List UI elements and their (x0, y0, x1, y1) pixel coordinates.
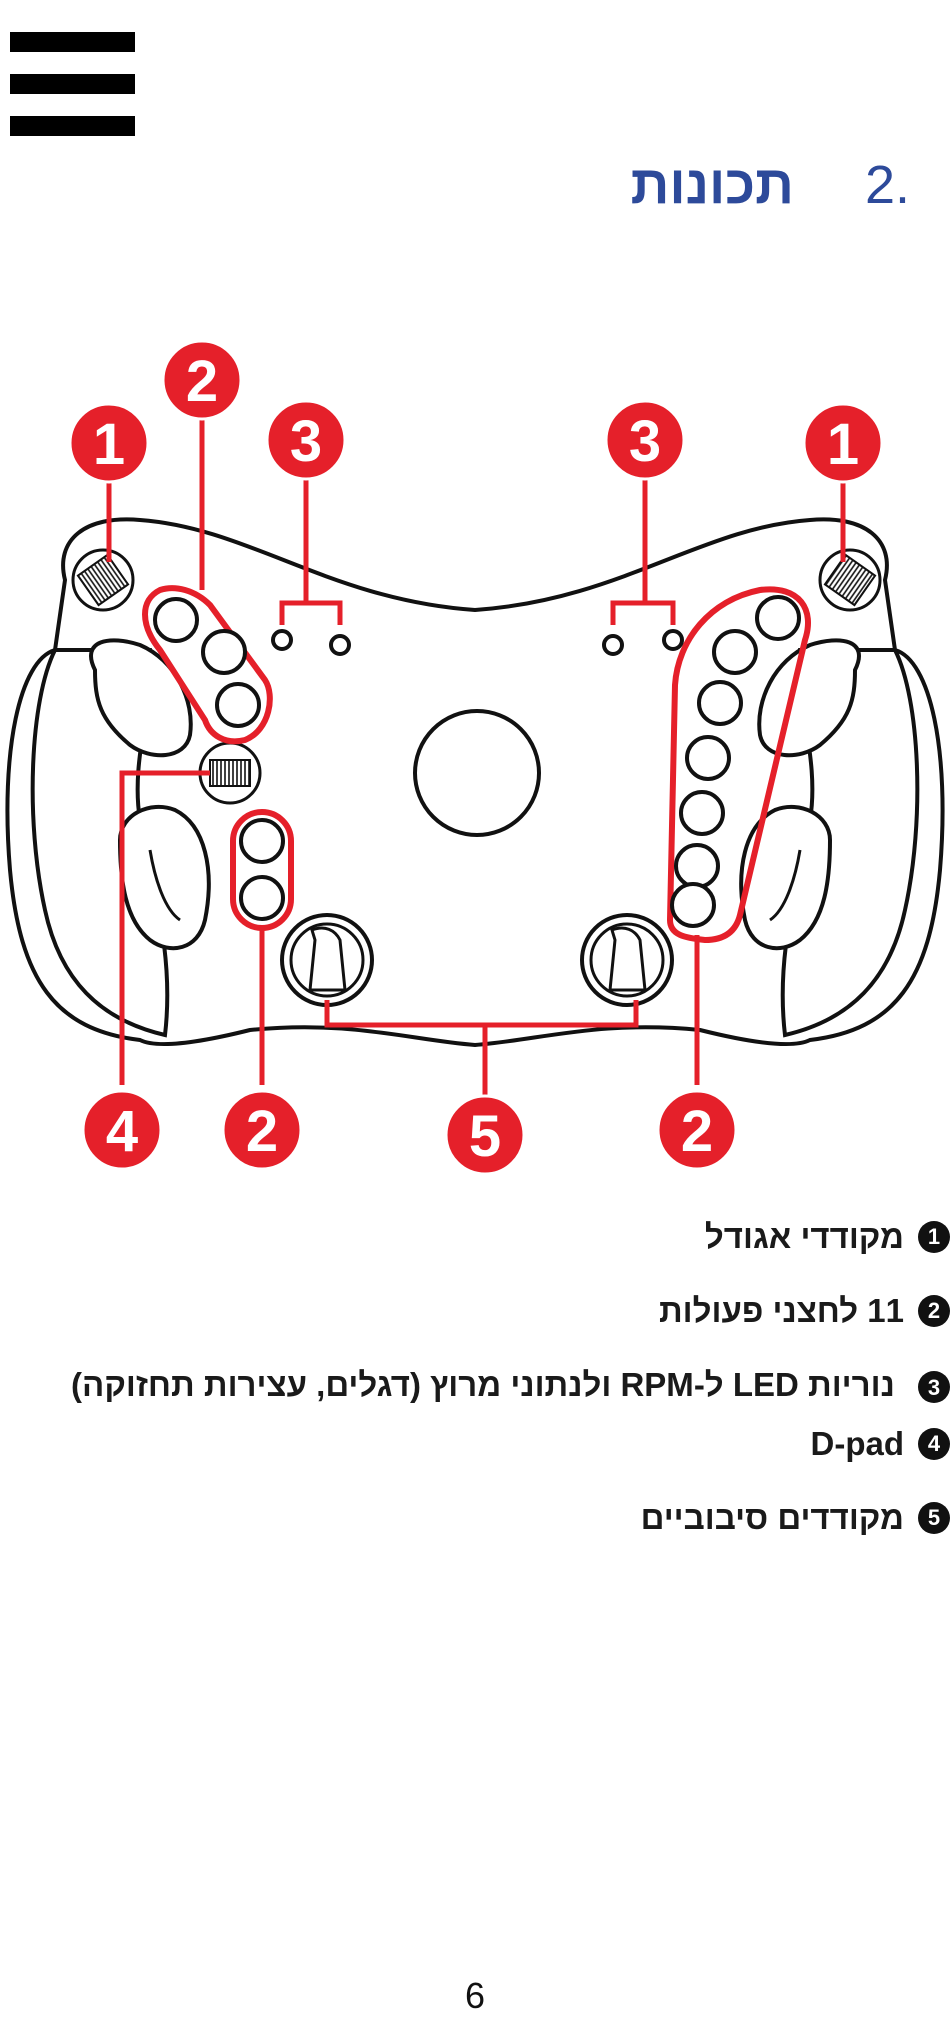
feature-text: 11 לחצני פעולות (658, 1292, 904, 1329)
hamburger-menu-icon[interactable] (10, 32, 135, 136)
callout-circle-c3-right (604, 399, 686, 481)
section-heading: .2 תכונות (631, 150, 910, 220)
feature-item: 1 מקודדי אגודל (0, 1215, 950, 1289)
callout-circle-c1-left (68, 402, 150, 484)
callout-circle-c2-top (161, 339, 243, 421)
section-number: .2 (864, 155, 910, 215)
feature-text: D-pad (810, 1425, 905, 1462)
page-number: 6 (464, 1975, 486, 2016)
feature-item: 2 11 לחצני פעולות (0, 1289, 950, 1363)
feature-item: 3 נוריות LED ל-RPM ולנתוני מרוץ (דגלים, … (0, 1347, 950, 1422)
callout-circle-c3-left (265, 399, 347, 481)
callout-circle-c5-bottom (444, 1094, 526, 1176)
callout-label-c1-left: 1 (93, 412, 125, 477)
bullet-number: 1 (918, 1221, 950, 1253)
callout-label-c3-right: 3 (629, 409, 661, 474)
section-title: תכונות (630, 155, 794, 215)
callout-label-c2-top: 2 (186, 349, 218, 414)
feature-text: מקודדי אגודל (704, 1218, 904, 1255)
feature-list: 1 מקודדי אגודל 2 11 לחצני פעולות 3 נוריו… (0, 1215, 950, 1570)
center-hub (413, 709, 541, 837)
bullet-number: 3 (918, 1371, 950, 1404)
bullet-number: 5 (918, 1502, 950, 1534)
feature-item: 4 D-pad (0, 1422, 950, 1496)
bullet-number: 2 (918, 1295, 950, 1327)
feature-item: 5 מקודדים סיבוביים (0, 1496, 950, 1570)
feature-text: מקודדים סיבוביים (640, 1499, 904, 1536)
callout-circle-c4-bottom (81, 1089, 163, 1171)
callout-label-c4-bottom: 4 (106, 1099, 138, 1164)
callout-label-c1-right: 1 (827, 412, 859, 477)
callout-label-c5-bottom: 5 (469, 1104, 501, 1169)
callout-circle-c1-right (802, 402, 884, 484)
callout-circle-c2-bottom-left (221, 1089, 303, 1171)
bullet-number: 4 (918, 1428, 950, 1460)
callout-label-c3-left: 3 (290, 409, 322, 474)
callout-circle-c2-bottom-right (656, 1089, 738, 1171)
callout-label-c2-bottom-left: 2 (246, 1099, 278, 1164)
callout-label-c2-bottom-right: 2 (681, 1099, 713, 1164)
feature-text: נוריות LED ל-RPM ולנתוני מרוץ (דגלים, עצ… (71, 1366, 895, 1403)
